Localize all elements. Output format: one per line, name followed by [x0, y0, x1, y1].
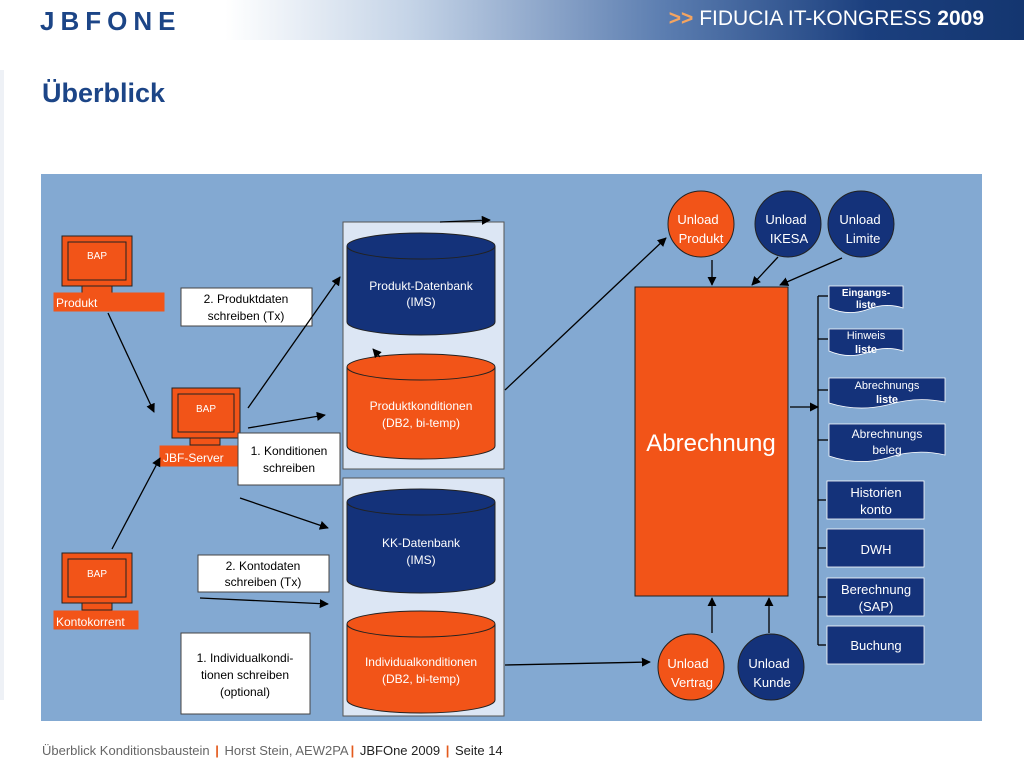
- svg-text:(IMS): (IMS): [406, 553, 435, 567]
- abrechnung-box: Abrechnung: [634, 286, 789, 597]
- svg-text:Produktkonditionen: Produktkonditionen: [370, 399, 473, 413]
- svg-text:Unload: Unload: [677, 212, 718, 227]
- produkt-terminal: BAP Produkt: [53, 235, 165, 312]
- congress-arrows: >>: [668, 7, 694, 30]
- unload-kunde: Unload Kunde: [737, 633, 805, 701]
- footer: Überblick Konditionsbaustein | Horst Ste…: [42, 743, 503, 758]
- svg-text:Abrechnungs: Abrechnungs: [852, 427, 923, 441]
- footer-author: Horst Stein, AEW2PA: [224, 743, 349, 758]
- svg-text:tionen schreiben: tionen schreiben: [201, 668, 289, 682]
- svg-text:(DB2, bi-temp): (DB2, bi-temp): [382, 416, 460, 430]
- svg-text:2. Kontodaten: 2. Kontodaten: [226, 559, 301, 573]
- server-terminal-label: JBF-Server: [163, 451, 224, 465]
- svg-text:Berechnung: Berechnung: [841, 582, 911, 597]
- svg-text:Unload: Unload: [748, 656, 789, 671]
- jbfone-logo: JBFONE: [40, 6, 182, 36]
- footer-page: Seite 14: [454, 743, 503, 758]
- svg-text:Produkt-Datenbank: Produkt-Datenbank: [369, 279, 473, 293]
- svg-text:Unload: Unload: [765, 212, 806, 227]
- svg-text:1. Konditionen: 1. Konditionen: [251, 444, 328, 458]
- svg-text:2. Produktdaten: 2. Produktdaten: [204, 292, 289, 306]
- unload-vertrag: Unload Vertrag: [657, 633, 725, 701]
- produktdaten-note: 2. Produktdaten schreiben (Tx): [180, 287, 313, 327]
- produktkonditionen-db: Produktkonditionen (DB2, bi-temp): [346, 353, 496, 460]
- svg-text:Abrechnung: Abrechnung: [646, 430, 775, 457]
- produkt-terminal-label: Produkt: [56, 296, 98, 310]
- konto-terminal-label: Kontokorrent: [56, 615, 125, 629]
- unload-produkt: Unload Produkt: [667, 190, 735, 258]
- svg-text:KK-Datenbank: KK-Datenbank: [382, 536, 461, 550]
- footer-event: JBFOne 2009: [359, 743, 441, 758]
- svg-text:Unload: Unload: [667, 656, 708, 671]
- svg-text:liste: liste: [856, 300, 876, 311]
- svg-text:Produkt: Produkt: [679, 231, 724, 246]
- footer-topic: Überblick Konditionsbaustein: [42, 743, 210, 758]
- svg-text:liste: liste: [876, 394, 898, 406]
- svg-text:Hinweis: Hinweis: [847, 330, 886, 342]
- output-bracket: [790, 295, 828, 646]
- svg-text:1. Individualkondi-: 1. Individualkondi-: [197, 651, 294, 665]
- svg-text:beleg: beleg: [872, 443, 901, 457]
- svg-text:Buchung: Buchung: [850, 638, 901, 653]
- svg-text:Eingangs-: Eingangs-: [842, 288, 890, 299]
- historienkonto-box: Historien konto: [826, 480, 925, 520]
- berechnung-box: Berechnung (SAP): [826, 577, 925, 617]
- page-title: Überblick: [42, 78, 166, 108]
- svg-text:DWH: DWH: [860, 542, 891, 557]
- kontodaten-note: 2. Kontodaten schreiben (Tx): [197, 554, 330, 593]
- header-bar: [0, 0, 1024, 40]
- kontokorrent-terminal: BAP Kontokorrent: [53, 552, 139, 630]
- svg-text:Individualkonditionen: Individualkonditionen: [365, 655, 477, 669]
- svg-text:Historien: Historien: [850, 485, 901, 500]
- congress-year: 2009: [937, 7, 984, 30]
- svg-text:schreiben: schreiben: [263, 461, 315, 475]
- svg-text:Kunde: Kunde: [753, 675, 791, 690]
- svg-text:(DB2, bi-temp): (DB2, bi-temp): [382, 672, 460, 686]
- abrechnungsliste-doc: Abrechnungs liste: [828, 377, 946, 409]
- congress-name: FIDUCIA IT-KONGRESS: [699, 7, 932, 30]
- svg-text:Vertrag: Vertrag: [671, 675, 713, 690]
- server-terminal-screen: BAP: [196, 404, 216, 415]
- konto-terminal-screen: BAP: [87, 569, 107, 580]
- svg-text:Unload: Unload: [839, 212, 880, 227]
- svg-text:liste: liste: [855, 344, 877, 356]
- svg-text:(IMS): (IMS): [406, 295, 435, 309]
- svg-text:schreiben (Tx): schreiben (Tx): [225, 575, 302, 589]
- eingangsliste-doc: Eingangs- liste: [828, 285, 904, 313]
- produkt-datenbank: Produkt-Datenbank (IMS): [346, 232, 496, 336]
- konditionen-note: 1. Konditionen schreiben: [237, 432, 341, 486]
- abrechnungsbeleg-doc: Abrechnungs beleg: [828, 423, 946, 462]
- individualkonditionen-db: Individualkonditionen (DB2, bi-temp): [346, 610, 496, 714]
- svg-text:(SAP): (SAP): [859, 599, 894, 614]
- dwh-box: DWH: [826, 528, 925, 568]
- hinweisliste-doc: Hinweis liste: [828, 328, 904, 356]
- kk-datenbank: KK-Datenbank (IMS): [346, 488, 496, 594]
- individual-note: 1. Individualkondi- tionen schreiben (op…: [180, 632, 311, 715]
- svg-text:konto: konto: [860, 502, 892, 517]
- jbf-server-terminal: BAP JBF-Server: [159, 387, 241, 467]
- unload-limite: Unload Limite: [827, 190, 895, 258]
- congress-title: >>FIDUCIA IT-KONGRESS 2009: [669, 7, 984, 31]
- svg-text:Limite: Limite: [846, 231, 881, 246]
- footer-separator: |: [350, 743, 355, 758]
- svg-text:Abrechnungs: Abrechnungs: [855, 380, 920, 392]
- buchung-box: Buchung: [826, 625, 925, 665]
- svg-text:IKESA: IKESA: [770, 231, 809, 246]
- svg-text:schreiben (Tx): schreiben (Tx): [208, 309, 285, 323]
- unload-ikesa: Unload IKESA: [754, 190, 822, 258]
- produkt-terminal-screen: BAP: [87, 251, 107, 262]
- left-accent-strip: [0, 70, 4, 700]
- footer-separator: |: [215, 743, 219, 758]
- svg-text:(optional): (optional): [220, 685, 270, 699]
- connector-arrows: [107, 215, 843, 667]
- footer-separator: |: [445, 743, 450, 758]
